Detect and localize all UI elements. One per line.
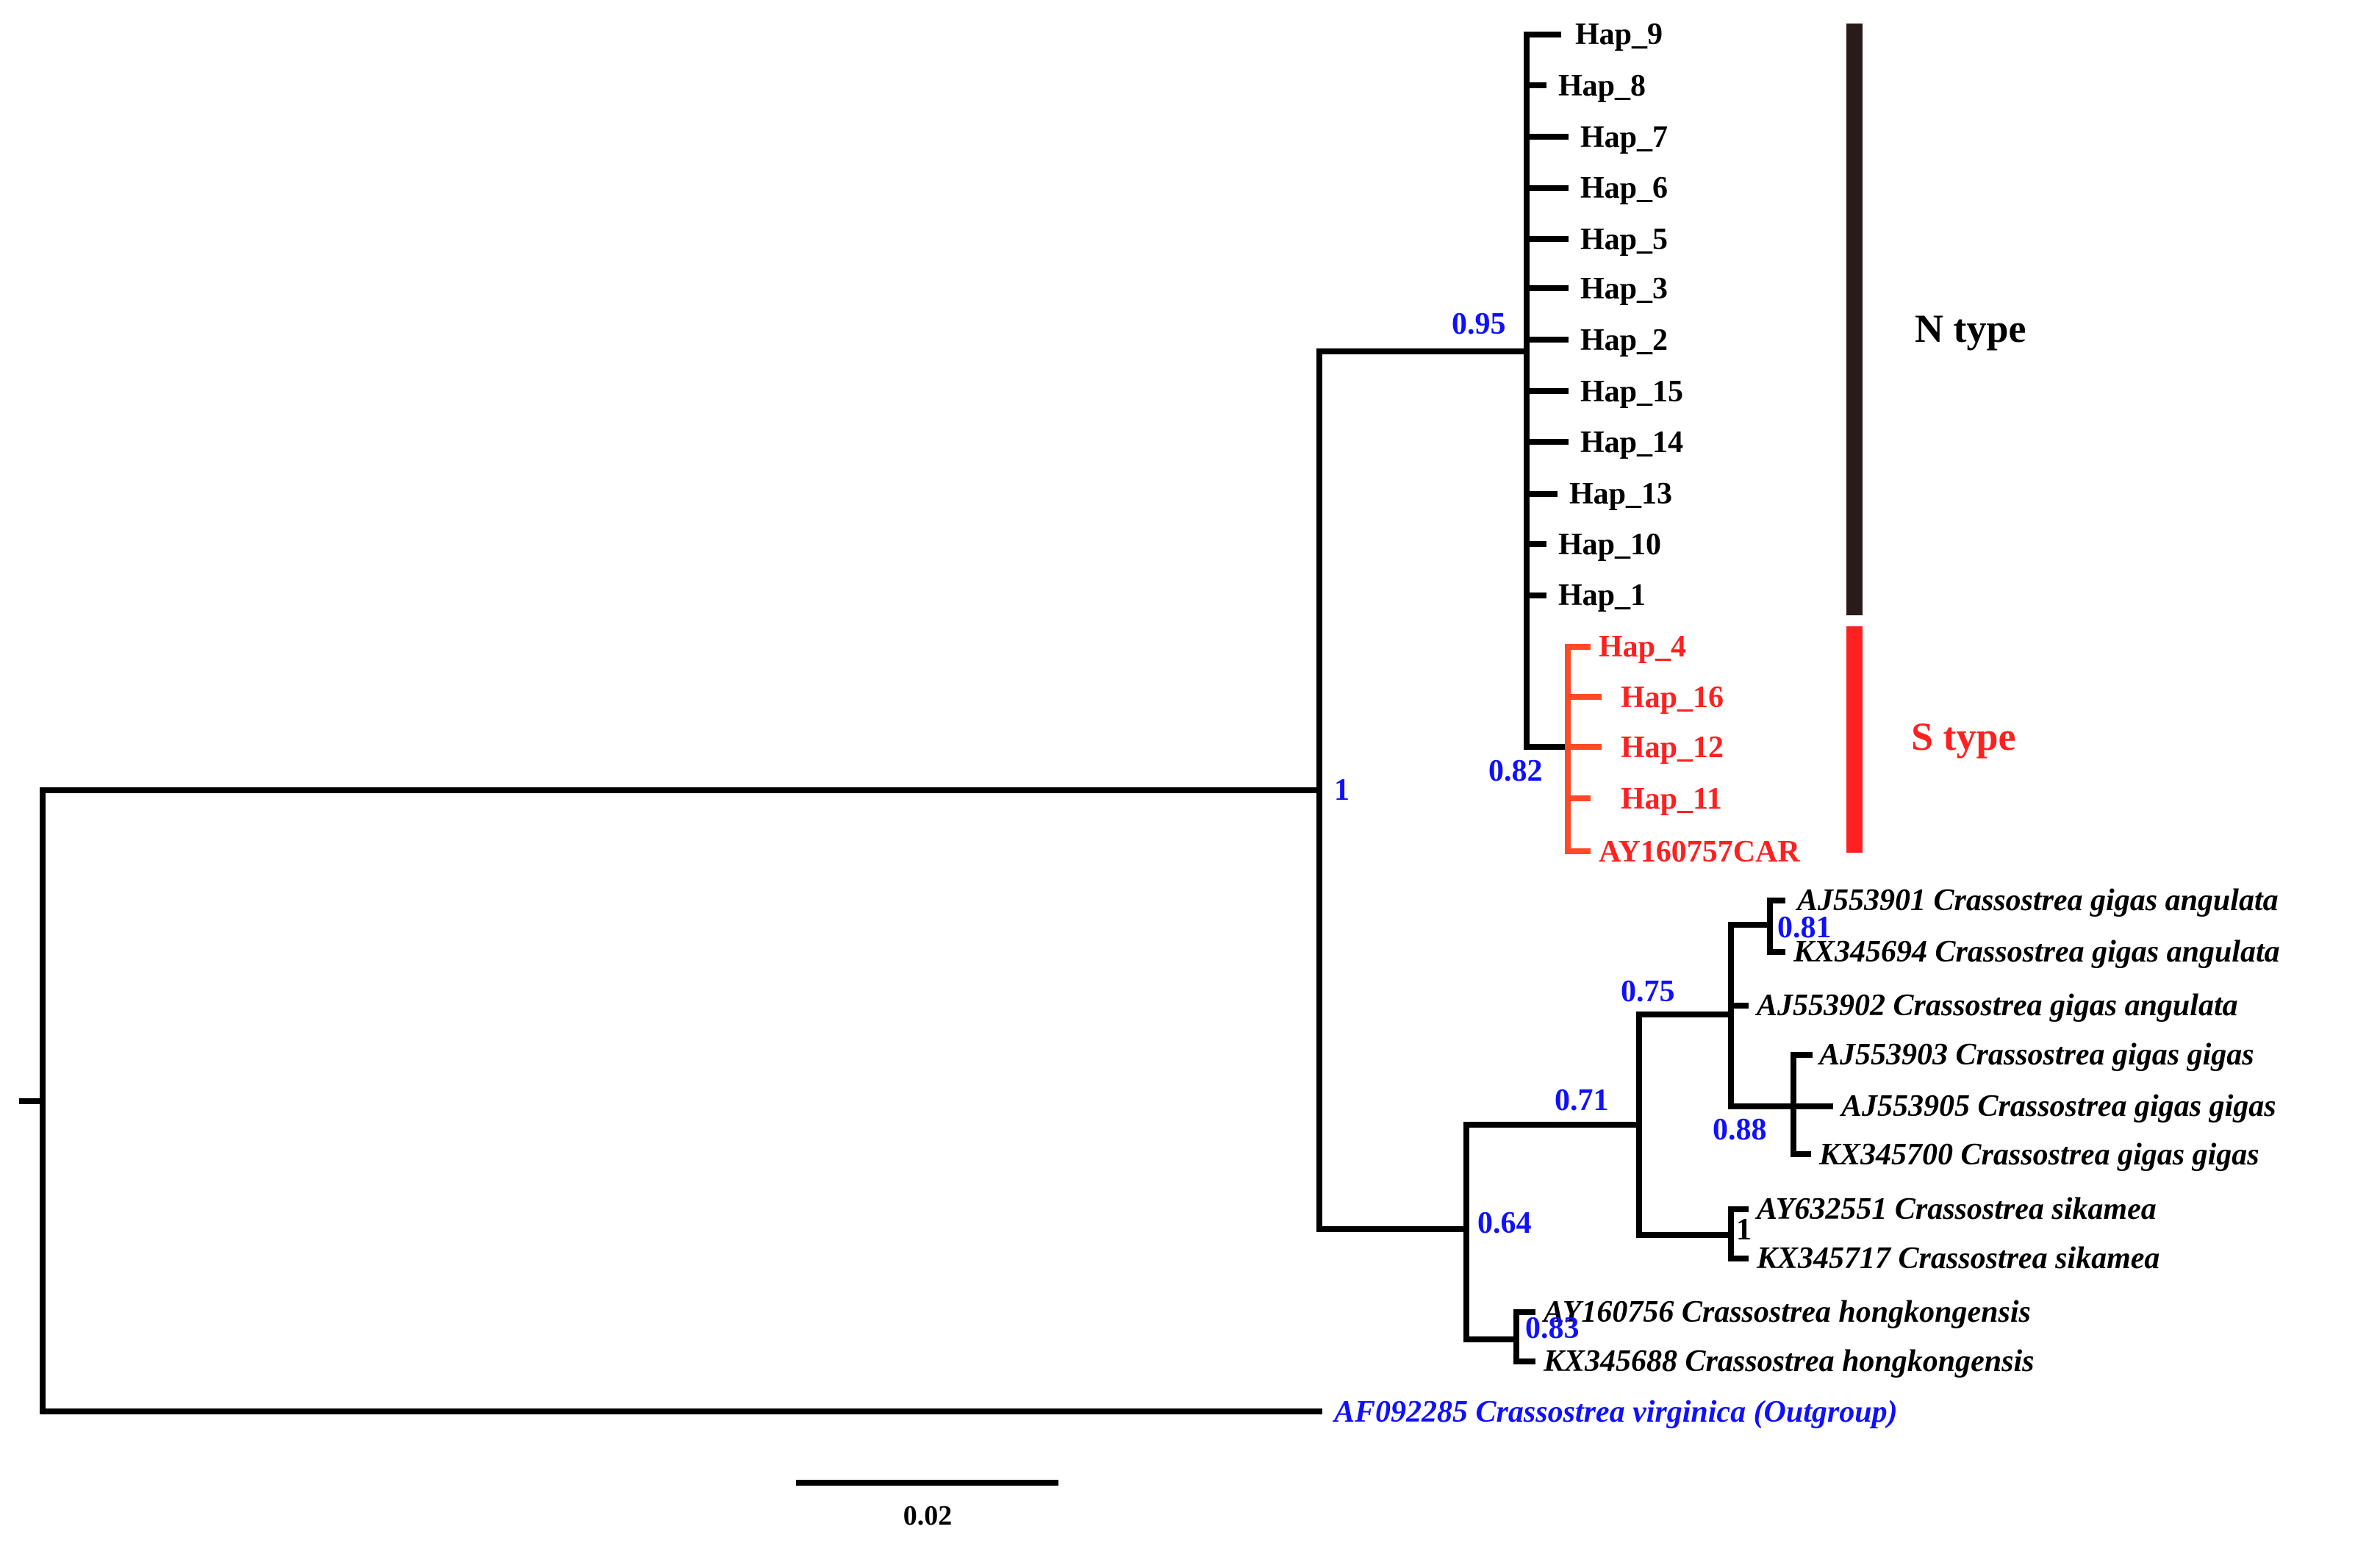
outgroup-label: AF092285 Crassostrea virginica (Outgroup… [1332, 1395, 1898, 1429]
tip-label-s: Hap_4 [1599, 630, 1686, 664]
tip-label: Hap_5 [1580, 223, 1668, 257]
support-value: 0.75 [1621, 975, 1675, 1009]
n-type-bar [1846, 24, 1863, 615]
tip-label-species: AJ553905 Crassostrea gigas gigas [1839, 1089, 2276, 1123]
tip-label-species: KX345694 Crassostrea gigas angulata [1793, 935, 2280, 969]
tip-label: Hap_9 [1575, 18, 1663, 51]
tip-label-species: AY160756 Crassostrea hongkongensis [1541, 1295, 2031, 1329]
tip-label-s: Hap_16 [1621, 681, 1724, 715]
support-value: 0.71 [1555, 1084, 1609, 1117]
tip-label-species: AJ553902 Crassostrea gigas angulata [1754, 989, 2238, 1023]
support-value: 0.88 [1713, 1113, 1767, 1147]
support-value: 0.83 [1525, 1311, 1580, 1345]
tip-label-species: KX345700 Crassostrea gigas gigas [1818, 1138, 2259, 1172]
tip-label: Hap_14 [1580, 426, 1683, 459]
tip-label: Hap_3 [1580, 272, 1668, 306]
tip-label-s: AY160757CAR [1599, 835, 1800, 869]
tip-label-species: KX345688 Crassostrea hongkongensis [1543, 1345, 2035, 1378]
tip-label: Hap_10 [1558, 528, 1661, 562]
tip-label: Hap_2 [1580, 323, 1668, 357]
tip-label: Hap_7 [1580, 121, 1668, 154]
s-type-bar [1846, 626, 1863, 853]
tip-label: Hap_15 [1580, 375, 1683, 409]
tip-label-s: Hap_12 [1621, 731, 1724, 765]
n-type-label: N type [1915, 307, 2026, 351]
s-type-label: S type [1911, 715, 2016, 759]
tip-label-s: Hap_11 [1621, 782, 1722, 816]
tip-label-species: KX345717 Crassostrea sikamea [1756, 1242, 2159, 1275]
support-value: 0.95 [1452, 307, 1506, 341]
support-value: 1 [1736, 1213, 1752, 1247]
tip-label: Hap_8 [1558, 69, 1646, 103]
support-value: 0.81 [1777, 911, 1832, 945]
support-value: 1 [1334, 773, 1349, 807]
tip-label-species: AY632551 Crassostrea sikamea [1754, 1192, 2157, 1226]
tip-label: Hap_6 [1580, 171, 1668, 205]
support-value: 0.82 [1488, 754, 1543, 788]
support-value: 0.64 [1477, 1206, 1532, 1240]
tip-label-species: AJ553903 Crassostrea gigas gigas [1817, 1038, 2254, 1072]
tip-label: Hap_1 [1558, 579, 1646, 612]
tip-label: Hap_13 [1569, 477, 1672, 511]
tip-label-species: AJ553901 Crassostrea gigas angulata [1795, 884, 2279, 917]
scale-bar-label: 0.02 [903, 1500, 953, 1531]
